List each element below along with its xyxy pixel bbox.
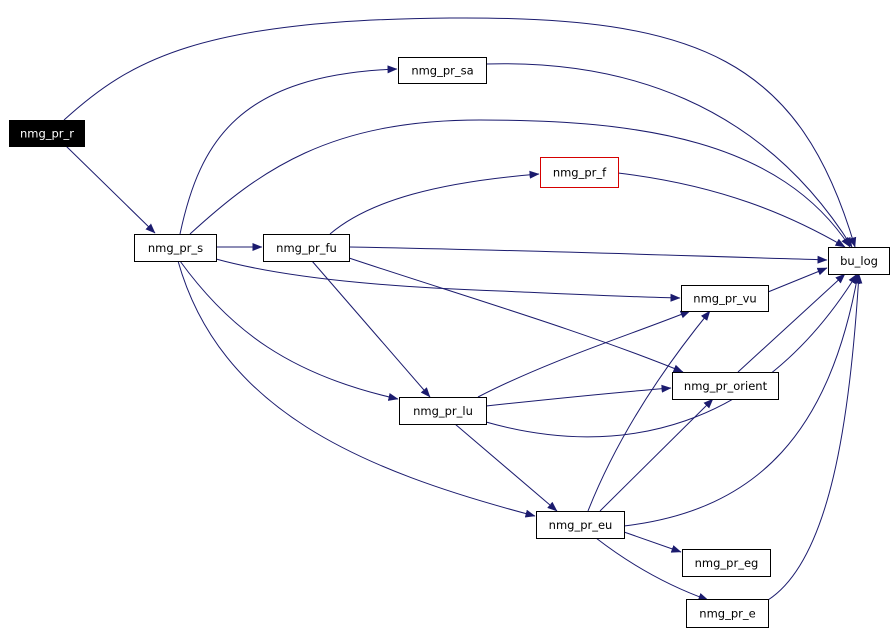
- node-label: nmg_pr_eu: [549, 518, 613, 532]
- edge-nmg-pr-s-to-nmg-pr-sa: [179, 65, 398, 235]
- node-nmg-pr-eu[interactable]: nmg_pr_eu: [536, 511, 625, 539]
- node-box: [399, 397, 487, 425]
- edge-nmg-pr-s-to-bu-log: [189, 119, 851, 248]
- node-label: nmg_pr_fu: [276, 241, 337, 255]
- node-nmg-pr-orient[interactable]: nmg_pr_orient: [672, 372, 779, 400]
- edge-nmg-pr-f-to-bu-log: [617, 172, 846, 248]
- edge-nmg-pr-eu-to-nmg-pr-vu: [587, 310, 711, 512]
- edge-nmg-pr-orient-to-bu-log: [737, 273, 846, 373]
- node-nmg-pr-fu[interactable]: nmg_pr_fu: [263, 234, 350, 262]
- node-nmg-pr-f[interactable]: nmg_pr_f: [540, 157, 619, 188]
- node-label: nmg_pr_eg: [695, 556, 759, 570]
- node-box: [536, 511, 625, 539]
- node-nmg-pr-sa[interactable]: nmg_pr_sa: [398, 57, 487, 84]
- node-box: [672, 372, 779, 400]
- edge-nmg-pr-fu-to-bu-log: [348, 246, 828, 264]
- edge-nmg-pr-r-to-nmg-pr-s: [65, 145, 156, 234]
- node-box: [681, 285, 769, 312]
- node-nmg-pr-e[interactable]: nmg_pr_e: [686, 599, 769, 628]
- edge-nmg-pr-lu-to-nmg-pr-eu: [454, 423, 558, 512]
- node-label: nmg_pr_lu: [413, 404, 473, 418]
- edge-nmg-pr-lu-to-nmg-pr-vu: [477, 310, 691, 398]
- edge-nmg-pr-s-to-nmg-pr-vu: [215, 258, 681, 302]
- node-label: nmg_pr_vu: [693, 292, 756, 306]
- node-nmg-pr-r[interactable]: nmg_pr_r: [9, 120, 85, 147]
- node-nmg-pr-lu[interactable]: nmg_pr_lu: [399, 397, 487, 425]
- node-box: [828, 247, 890, 275]
- node-label: nmg_pr_e: [699, 607, 755, 621]
- node-label: nmg_pr_f: [553, 166, 607, 180]
- edge-nmg-pr-fu-to-nmg-pr-f: [329, 170, 540, 235]
- edge-nmg-pr-lu-to-bu-log: [485, 273, 858, 438]
- node-label: nmg_pr_sa: [411, 64, 473, 78]
- edge-nmg-pr-eu-to-bu-log: [623, 273, 861, 527]
- nodes-layer: nmg_pr_r nmg_pr_sa nmg_pr_f nmg_pr_s nmg_pr_…: [9, 57, 890, 628]
- edge-nmg-pr-r-to-bu-log: [63, 17, 857, 248]
- node-label: nmg_pr_r: [20, 127, 74, 141]
- node-label: nmg_pr_orient: [684, 379, 768, 393]
- edge-nmg-pr-e-to-bu-log: [767, 273, 863, 601]
- edge-nmg-pr-eu-to-nmg-pr-eg: [623, 531, 682, 553]
- edge-nmg-pr-s-to-nmg-pr-lu: [179, 260, 399, 401]
- edge-nmg-pr-vu-to-bu-log: [767, 267, 828, 293]
- node-bu-log[interactable]: bu_log: [828, 247, 890, 275]
- node-box: [686, 599, 769, 628]
- edge-nmg-pr-fu-to-nmg-pr-orient: [348, 257, 684, 373]
- node-box: [682, 549, 771, 577]
- node-label: nmg_pr_s: [148, 241, 203, 255]
- node-box: [263, 234, 350, 262]
- node-nmg-pr-vu[interactable]: nmg_pr_vu: [681, 285, 769, 312]
- node-box: [134, 234, 217, 262]
- node-nmg-pr-eg[interactable]: nmg_pr_eg: [682, 549, 771, 577]
- node-label: bu_log: [840, 254, 878, 268]
- edge-nmg-pr-sa-to-bu-log: [485, 63, 853, 248]
- node-nmg-pr-s[interactable]: nmg_pr_s: [134, 234, 217, 262]
- node-box: [9, 120, 85, 147]
- edge-nmg-pr-eu-to-nmg-pr-orient: [599, 398, 714, 512]
- edge-nmg-pr-s-to-nmg-pr-eu: [177, 260, 536, 518]
- node-box: [398, 57, 487, 84]
- node-box: [540, 157, 619, 188]
- edge-nmg-pr-eu-to-nmg-pr-e: [595, 537, 709, 601]
- edges-layer: [63, 17, 863, 601]
- edge-nmg-pr-fu-to-nmg-pr-lu: [311, 260, 431, 398]
